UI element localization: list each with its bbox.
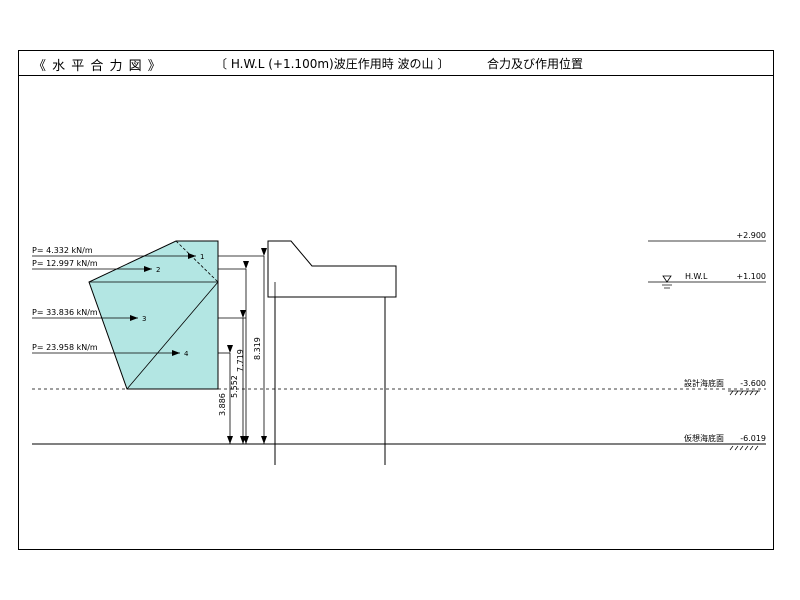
pressure-diagonal-line [126, 281, 219, 390]
force-3: P= 33.836 kN/m 3 [32, 308, 146, 323]
force-4: P= 23.958 kN/m 4 [32, 343, 189, 358]
seabed-hatch-icon [729, 390, 759, 396]
force-id-1: 1 [200, 253, 204, 261]
level-value-hwl: +1.100 [736, 272, 766, 281]
level-value-virtual-seabed: -6.019 [740, 434, 766, 443]
force-2: P= 12.997 kN/m 2 [32, 259, 160, 274]
lever-arm-value-1: 8.319 [253, 337, 262, 360]
title-bar: 《 水 平 合 力 図 》 〔 H.W.L (+1.100m)波圧作用時 波の山… [19, 51, 773, 76]
force-id-4: 4 [184, 350, 189, 358]
load-condition: 〔 H.W.L (+1.100m)波圧作用時 波の山 〕 [215, 57, 450, 71]
diagram-subject: 合力及び作用位置 [487, 57, 584, 71]
level-name-virtual-seabed: 仮想海底面 [684, 433, 724, 443]
force-label-4: P= 23.958 kN/m [32, 343, 98, 352]
level-name-hwl: H.W.L [685, 272, 708, 281]
diagram-title: 《 水 平 合 力 図 》 [33, 59, 162, 74]
lever-arm-2: 7.719 [236, 261, 249, 444]
force-label-3: P= 33.836 kN/m [32, 308, 98, 317]
structure-outline [267, 240, 397, 298]
lever-arm-value-2: 7.719 [236, 349, 245, 372]
force-1: P= 4.332 kN/m 1 [32, 246, 204, 261]
lever-arm-value-4: 3.886 [218, 393, 227, 416]
lever-arm-3: 5.552 [230, 310, 246, 444]
virtual-seabed-hatch-icon [729, 445, 759, 451]
level-value-design-seabed: -3.600 [740, 379, 766, 388]
force-id-3: 3 [142, 315, 146, 323]
force-label-1: P= 4.332 kN/m [32, 246, 93, 255]
level-name-design-seabed: 設計海底面 [684, 378, 724, 388]
force-label-2: P= 12.997 kN/m [32, 259, 98, 268]
lever-arm-1: 8.319 [253, 248, 267, 444]
level-plus-2900: +2.900 [648, 231, 766, 242]
lever-arm-4: 3.886 [218, 345, 233, 444]
level-value-plus-2900: +2.900 [736, 231, 766, 240]
level-hwl: H.W.L +1.100 [648, 272, 766, 289]
drawing-frame: 《 水 平 合 力 図 》 〔 H.W.L (+1.100m)波圧作用時 波の山… [18, 50, 774, 550]
level-virtual-seabed: 仮想海底面 -6.019 [684, 433, 766, 451]
level-design-seabed: 設計海底面 -3.600 [684, 378, 766, 396]
force-id-2: 2 [156, 266, 160, 274]
water-level-triangle-icon [662, 275, 672, 283]
lever-arm-value-3: 5.552 [230, 375, 239, 398]
